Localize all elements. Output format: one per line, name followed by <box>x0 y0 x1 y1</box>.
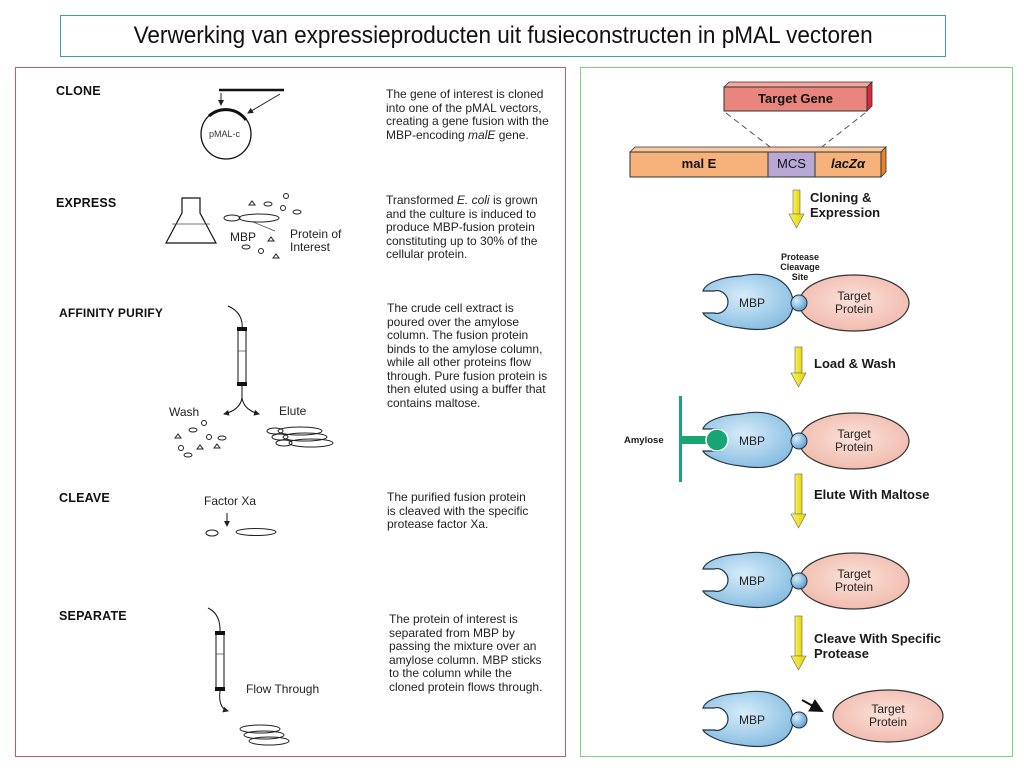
lacz-label: lacZα <box>830 156 866 171</box>
cleave-figure <box>205 513 277 537</box>
fusion-protein-eluted <box>702 551 910 610</box>
step-label-express: EXPRESS <box>56 196 117 210</box>
yellow-arrow-icon <box>790 346 807 388</box>
elute-label: Elute <box>279 404 307 418</box>
flask-icon <box>165 197 217 244</box>
step-description-cleave: The purified fusion protein is cleaved w… <box>387 490 529 531</box>
clone-figure <box>200 88 284 160</box>
wash-label: Wash <box>169 405 200 419</box>
arrow-label-cleave-protease: Cleave With Specific Protease <box>814 631 942 661</box>
protein-of-interest-label: Protein of Interest <box>290 227 342 254</box>
affinity-column-figure <box>174 305 334 458</box>
mbp-label: MBP <box>739 713 766 727</box>
plasmid-label: pMAL-c <box>209 129 241 139</box>
right-panel-fusion-schematic: Target Gene mal E MCS lacZα Cloning & Ex… <box>580 67 1013 757</box>
target-gene-bar <box>723 81 873 112</box>
cleavage-site-ball <box>790 294 808 312</box>
column-icon <box>215 632 225 689</box>
step-description-express: Transformed E. coli is grown and the cul… <box>386 193 538 261</box>
male-label: mal E <box>681 156 717 171</box>
protease-cleavage-site-label: Protease Cleavage Site <box>780 252 820 282</box>
construct-bar <box>629 146 887 178</box>
step-label-clone: CLONE <box>56 84 101 98</box>
mbp-label: MBP <box>739 296 766 310</box>
step-description-clone: The gene of interest is cloned into one … <box>386 87 549 142</box>
factor-xa-label: Factor Xa <box>204 494 257 508</box>
step-description-affinity-purify: The crude cell extract is poured over th… <box>387 301 548 410</box>
target-protein-label: Target Protein <box>868 702 908 729</box>
target-protein-label: Target Protein <box>834 567 874 594</box>
mbp-label: MBP <box>739 434 766 448</box>
arrow-label-load-wash: Load & Wash <box>814 356 896 371</box>
yellow-arrow-icon <box>790 473 807 529</box>
amylose-label: Amylose <box>624 435 664 446</box>
express-figure <box>165 193 302 259</box>
separate-column-figure <box>207 607 290 746</box>
cleavage-site-ball <box>790 711 808 729</box>
target-protein-label: Target Protein <box>834 289 874 316</box>
step-description-separate: The protein of interest is separated fro… <box>389 612 543 694</box>
cleaved-products <box>702 689 944 747</box>
column-icon <box>237 329 247 385</box>
arrow-label-cloning-expression: Cloning & Expression <box>810 190 881 220</box>
target-protein-label: Target Protein <box>834 427 874 454</box>
arrow-label-elute-maltose: Elute With Maltose <box>814 487 930 502</box>
flow-through-label: Flow Through <box>246 682 320 696</box>
cleavage-site-ball <box>790 572 808 590</box>
target-protein-shape <box>832 689 944 743</box>
left-panel-pmal-protocol: CLONE pMAL-c The gene of interest is clo… <box>15 67 566 757</box>
step-label-cleave: CLEAVE <box>59 491 110 505</box>
release-arrow-icon <box>801 699 824 712</box>
step-label-affinity-purify: AFFINITY PURIFY <box>59 306 164 320</box>
left-panel-figures <box>165 88 334 746</box>
step-label-separate: SEPARATE <box>59 609 127 623</box>
slide-title: Verwerking van expressieproducten uit fu… <box>133 22 873 49</box>
cleavage-site-ball <box>790 432 808 450</box>
target-gene-label: Target Gene <box>758 91 833 106</box>
yellow-arrow-icon <box>788 189 805 229</box>
fusion-protein-1 <box>702 273 910 332</box>
right-panel-figures <box>629 81 944 747</box>
mbp-label: MBP <box>739 574 766 588</box>
yellow-arrow-icon <box>790 615 807 671</box>
slide-title-box: Verwerking van expressieproducten uit fu… <box>60 15 946 57</box>
mcs-label: MCS <box>777 156 806 171</box>
mbp-label: MBP <box>230 230 257 244</box>
fusion-protein-bound <box>679 396 910 482</box>
